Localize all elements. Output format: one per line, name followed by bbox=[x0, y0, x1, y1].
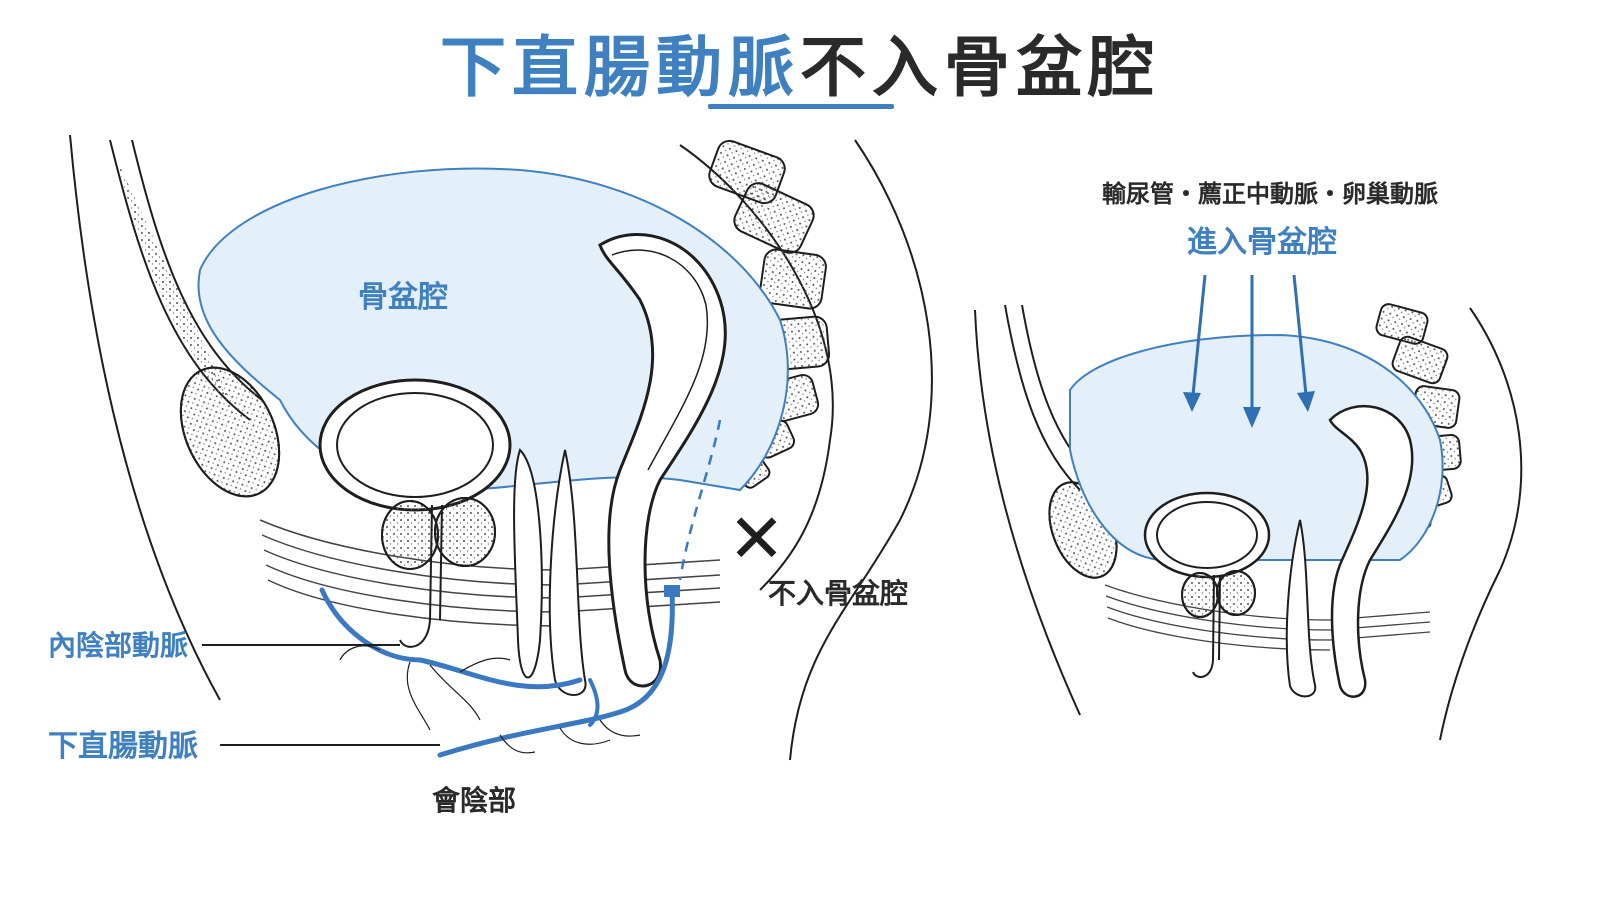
right-body-outline-back bbox=[1439, 307, 1523, 741]
label-not-enter: 不入骨盆腔 bbox=[768, 577, 908, 610]
right-pelvis-illustration bbox=[974, 303, 1523, 741]
label-vessels: 輸尿管・薦正中動脈・卵巢動脈 bbox=[1102, 180, 1438, 208]
label-pelvic-cavity: 骨盆腔 bbox=[358, 280, 448, 315]
left-body-outline-back bbox=[789, 139, 933, 761]
label-perineum: 會陰部 bbox=[432, 784, 516, 817]
cross-mark: ✕ bbox=[728, 500, 785, 579]
left-urethra bbox=[399, 504, 433, 648]
internal-pudendal-artery bbox=[319, 587, 583, 690]
label-internal-pudendal: 內陰部動脈 bbox=[48, 629, 188, 662]
left-artery-branches bbox=[339, 645, 641, 754]
right-urethra bbox=[1192, 574, 1215, 678]
left-arteries bbox=[319, 585, 680, 758]
left-rectum-dashed bbox=[678, 419, 722, 581]
right-pelvic-cavity bbox=[1069, 333, 1444, 562]
page-title: 下直腸動脈不入骨盆腔 bbox=[0, 14, 1600, 110]
inferior-rectal-artery bbox=[437, 587, 675, 758]
title-highlight: 下直腸動脈 bbox=[440, 29, 800, 106]
right-pelvic-floor bbox=[1104, 584, 1431, 651]
title-underline bbox=[708, 104, 894, 109]
left-body-outline-front bbox=[69, 134, 221, 701]
left-pelvis-illustration bbox=[69, 134, 933, 761]
left-bladder bbox=[318, 378, 512, 512]
arrow-ovarian bbox=[1292, 274, 1308, 396]
label-inferior-rectal: 下直腸動脈 bbox=[48, 729, 198, 764]
right-pubic-band bbox=[1004, 304, 1081, 491]
right-body-outline-front bbox=[974, 309, 1081, 716]
title-rest: 不入骨盆腔 bbox=[800, 29, 1160, 106]
right-bladder bbox=[1143, 491, 1271, 579]
left-rectum bbox=[598, 232, 727, 688]
label-enter-pelvis: 進入骨盆腔 bbox=[1187, 225, 1337, 260]
arrow-ureter bbox=[1191, 274, 1207, 396]
right-arrows bbox=[1183, 274, 1315, 428]
right-rectum bbox=[1328, 404, 1414, 698]
